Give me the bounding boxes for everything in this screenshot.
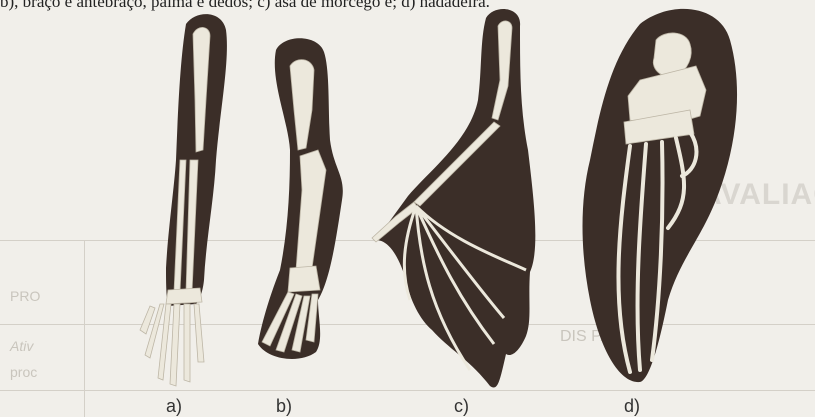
bone-wrist bbox=[288, 266, 320, 292]
caption-b: b) bbox=[276, 396, 292, 417]
bone-wrist bbox=[166, 288, 202, 304]
caption-a: a) bbox=[166, 396, 182, 417]
limb-bat-wing bbox=[372, 9, 535, 388]
limb-silhouette bbox=[376, 9, 535, 388]
caption-c: c) bbox=[454, 396, 469, 417]
caption-d: d) bbox=[624, 396, 640, 417]
limb-flipper bbox=[583, 9, 738, 382]
figure-captions: a) b) c) d) bbox=[0, 396, 815, 417]
limb-human-arm bbox=[140, 14, 227, 386]
bone-fingers bbox=[140, 304, 204, 386]
limb-foreleg bbox=[258, 38, 343, 359]
